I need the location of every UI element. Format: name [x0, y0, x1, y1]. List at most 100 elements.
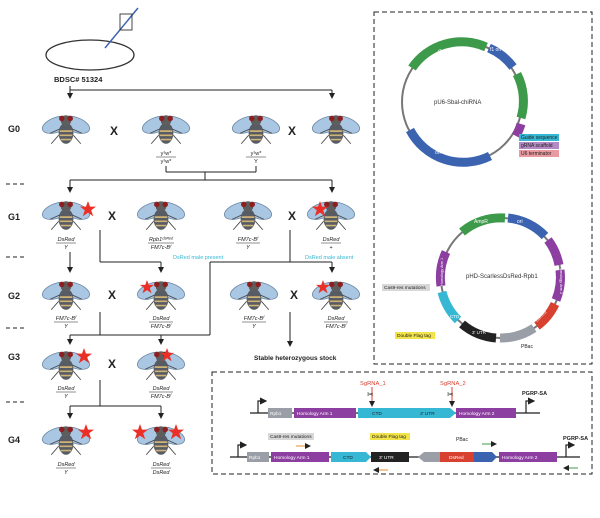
- plasmid-2: AmpR ori DsRed Homology Arm 1 Homology A…: [435, 213, 565, 350]
- generation-g4: G4: [8, 435, 20, 445]
- svg-text:FM7c-Bᶠ: FM7c-Bᶠ: [326, 323, 347, 330]
- g0-cross-symbol-1: X: [110, 124, 118, 138]
- plasmid2-label-pbac: PBac: [521, 344, 533, 350]
- track1-ctd: CTD: [372, 411, 382, 417]
- generation-g0: G0: [8, 124, 20, 134]
- g4-flies: [40, 422, 187, 456]
- svg-text:FM7c-Bᶠ: FM7c-Bᶠ: [56, 315, 77, 322]
- svg-text:DsRed: DsRed: [153, 462, 171, 468]
- track2-utr: 3' UTR: [379, 455, 394, 461]
- track2-ha1: Homology Arm 1: [274, 455, 310, 461]
- svg-text:y¹w*: y¹w*: [161, 159, 173, 165]
- plasmid2-name: pHD-ScarlessDsRed-Rpb1: [466, 274, 538, 280]
- g2-g3-connectors: [67, 312, 293, 347]
- scissors-icon: ✂: [447, 390, 454, 399]
- plasmid2-cas9-tag: [382, 284, 430, 291]
- legend-u6-terminator: U6 terminator: [521, 151, 552, 157]
- g1-flies: [40, 197, 357, 231]
- plasmid2-flag-label: Double Flag tag: [397, 333, 431, 339]
- track2-ctd: CTD: [343, 455, 353, 461]
- svg-text:FM7c-Bᶠ: FM7c-Bᶠ: [244, 315, 265, 322]
- track2-rpb1: Rpb1: [249, 455, 261, 461]
- g2-cross-symbol-2: X: [290, 288, 298, 302]
- g0-genotypes: y¹w* y¹w* y¹w* Y: [156, 151, 266, 165]
- plasmid2-flag-tag: [395, 332, 435, 339]
- track1-ha2: Homology Arm 2: [459, 411, 495, 417]
- locus-flag-label: Double Flag tag: [372, 434, 406, 440]
- plasmid1-name: pU6-Sbal-chiRNA: [434, 100, 481, 106]
- g2-flies: [40, 277, 362, 311]
- svg-text:FM7c-Bᶠ: FM7c-Bᶠ: [151, 393, 172, 400]
- svg-text:FM7c-Bᶠ: FM7c-Bᶠ: [151, 244, 172, 251]
- svg-text:Rpb1ᵈˢᴿᵉᵈ: Rpb1ᵈˢᴿᵉᵈ: [149, 236, 174, 243]
- locus-flag-tag: [370, 433, 410, 440]
- plasmid1-label-ori: ori: [435, 150, 441, 156]
- g1-genotypes: DsRed Y Rpb1ᵈˢᴿᵉᵈ FM7c-Bᶠ FM7c-Bᶠ Y DsRe…: [56, 236, 341, 251]
- svg-text:DsRed: DsRed: [58, 462, 76, 468]
- plasmid2-label-ha2: Homology Arm 2: [559, 266, 563, 294]
- svg-text:y¹w*: y¹w*: [161, 151, 173, 157]
- plasmid1-label-f1ori: f1 ori: [490, 47, 501, 53]
- g1-cross-symbol-2: X: [288, 209, 296, 223]
- locus-track-1: Rpb1 Homology Arm 1 CTD 3' UTR Homology …: [250, 387, 540, 418]
- g1-cross-symbol-1: X: [108, 209, 116, 223]
- svg-text:+: +: [329, 245, 333, 251]
- g0-connectors: [67, 86, 335, 99]
- locus-panel-border: [211, 371, 593, 475]
- track1-rpb1: Rpb1: [270, 411, 282, 417]
- svg-text:DsRed: DsRed: [328, 316, 346, 322]
- g2-cross-symbol-1: X: [108, 288, 116, 302]
- svg-text:Y: Y: [246, 245, 250, 251]
- g4-genotypes: DsRed Y DsRed DsRed: [56, 462, 171, 476]
- g0-cross-symbol-2: X: [288, 124, 296, 138]
- svg-text:DsRed: DsRed: [323, 237, 341, 243]
- plasmid1-label-u6: U6 promoter: [512, 85, 521, 108]
- plasmid-1: AmpR f1 ori U6 promoter ori: [401, 37, 528, 167]
- g2-genotypes: FM7c-Bᶠ Y DsRed FM7c-Bᶠ FM7c-Bᶠ Y DsRed …: [54, 315, 348, 330]
- svg-text:y¹w*: y¹w*: [251, 151, 263, 157]
- outcome-label: Stable heterozygous stock: [254, 355, 337, 362]
- svg-text:Y: Y: [64, 245, 68, 251]
- plasmid-panel-border: [373, 11, 593, 365]
- stock-label: BDSC# 51324: [54, 75, 103, 84]
- plasmid2-label-ha1: Homology Arm 1: [440, 258, 444, 286]
- svg-text:DsRed: DsRed: [153, 316, 171, 322]
- track2-dsred: DsRed: [449, 455, 464, 461]
- sgrna2-label: SgRNA_2: [440, 381, 466, 387]
- g3-cross-symbol: X: [108, 357, 116, 371]
- svg-text:DsRed: DsRed: [153, 386, 171, 392]
- plasmid2-label-ori: ori: [517, 219, 523, 225]
- generation-g1: G1: [8, 212, 20, 222]
- legend-guide-sequence: Guide sequence: [521, 135, 558, 141]
- track1-ha1: Homology Arm 1: [297, 411, 333, 417]
- branch-label-absent: DsRed male absent: [305, 255, 354, 261]
- generation-g3: G3: [8, 352, 20, 362]
- svg-text:DsRed: DsRed: [58, 386, 76, 392]
- plasmid2-label-utr: 3' UTR: [472, 330, 487, 335]
- pgrp-label-1: PGRP-SA: [522, 391, 547, 397]
- locus-track-2: Rpb1 Homology Arm 1 CTD 3' UTR DsRed Hom…: [230, 441, 580, 473]
- plasmid2-label-ctd: CTD: [450, 314, 460, 319]
- scissors-icon: ✂: [367, 390, 374, 399]
- track2-ha2: Homology Arm 2: [502, 455, 538, 461]
- svg-text:Y: Y: [64, 470, 68, 476]
- svg-text:DsRed: DsRed: [58, 237, 76, 243]
- svg-text:Y: Y: [64, 324, 68, 330]
- legend-grna-scaffold: gRNA scaffold: [521, 143, 553, 149]
- g0-g1-connectors: [67, 166, 335, 193]
- svg-text:FM7c-Bᶠ: FM7c-Bᶠ: [238, 236, 259, 243]
- locus-pbac-label: PBac: [456, 437, 468, 443]
- svg-text:Y: Y: [254, 159, 258, 165]
- generation-g2: G2: [8, 291, 20, 301]
- pgrp-label-2: PGRP-SA: [563, 436, 588, 442]
- track1-utr: 3' UTR: [420, 411, 435, 417]
- g1-g2-connectors: [67, 230, 335, 335]
- g0-flies: [40, 111, 362, 145]
- branch-label-present: DsRed male present: [173, 255, 224, 261]
- plasmid2-cas9-label: Cas9-res mutations: [384, 285, 426, 291]
- svg-text:FM7c-Bᶠ: FM7c-Bᶠ: [151, 323, 172, 330]
- g3-genotypes: DsRed Y DsRed FM7c-Bᶠ: [56, 386, 173, 400]
- sgrna1-label: SgRNA_1: [360, 381, 386, 387]
- g3-g4-connectors: [67, 380, 164, 419]
